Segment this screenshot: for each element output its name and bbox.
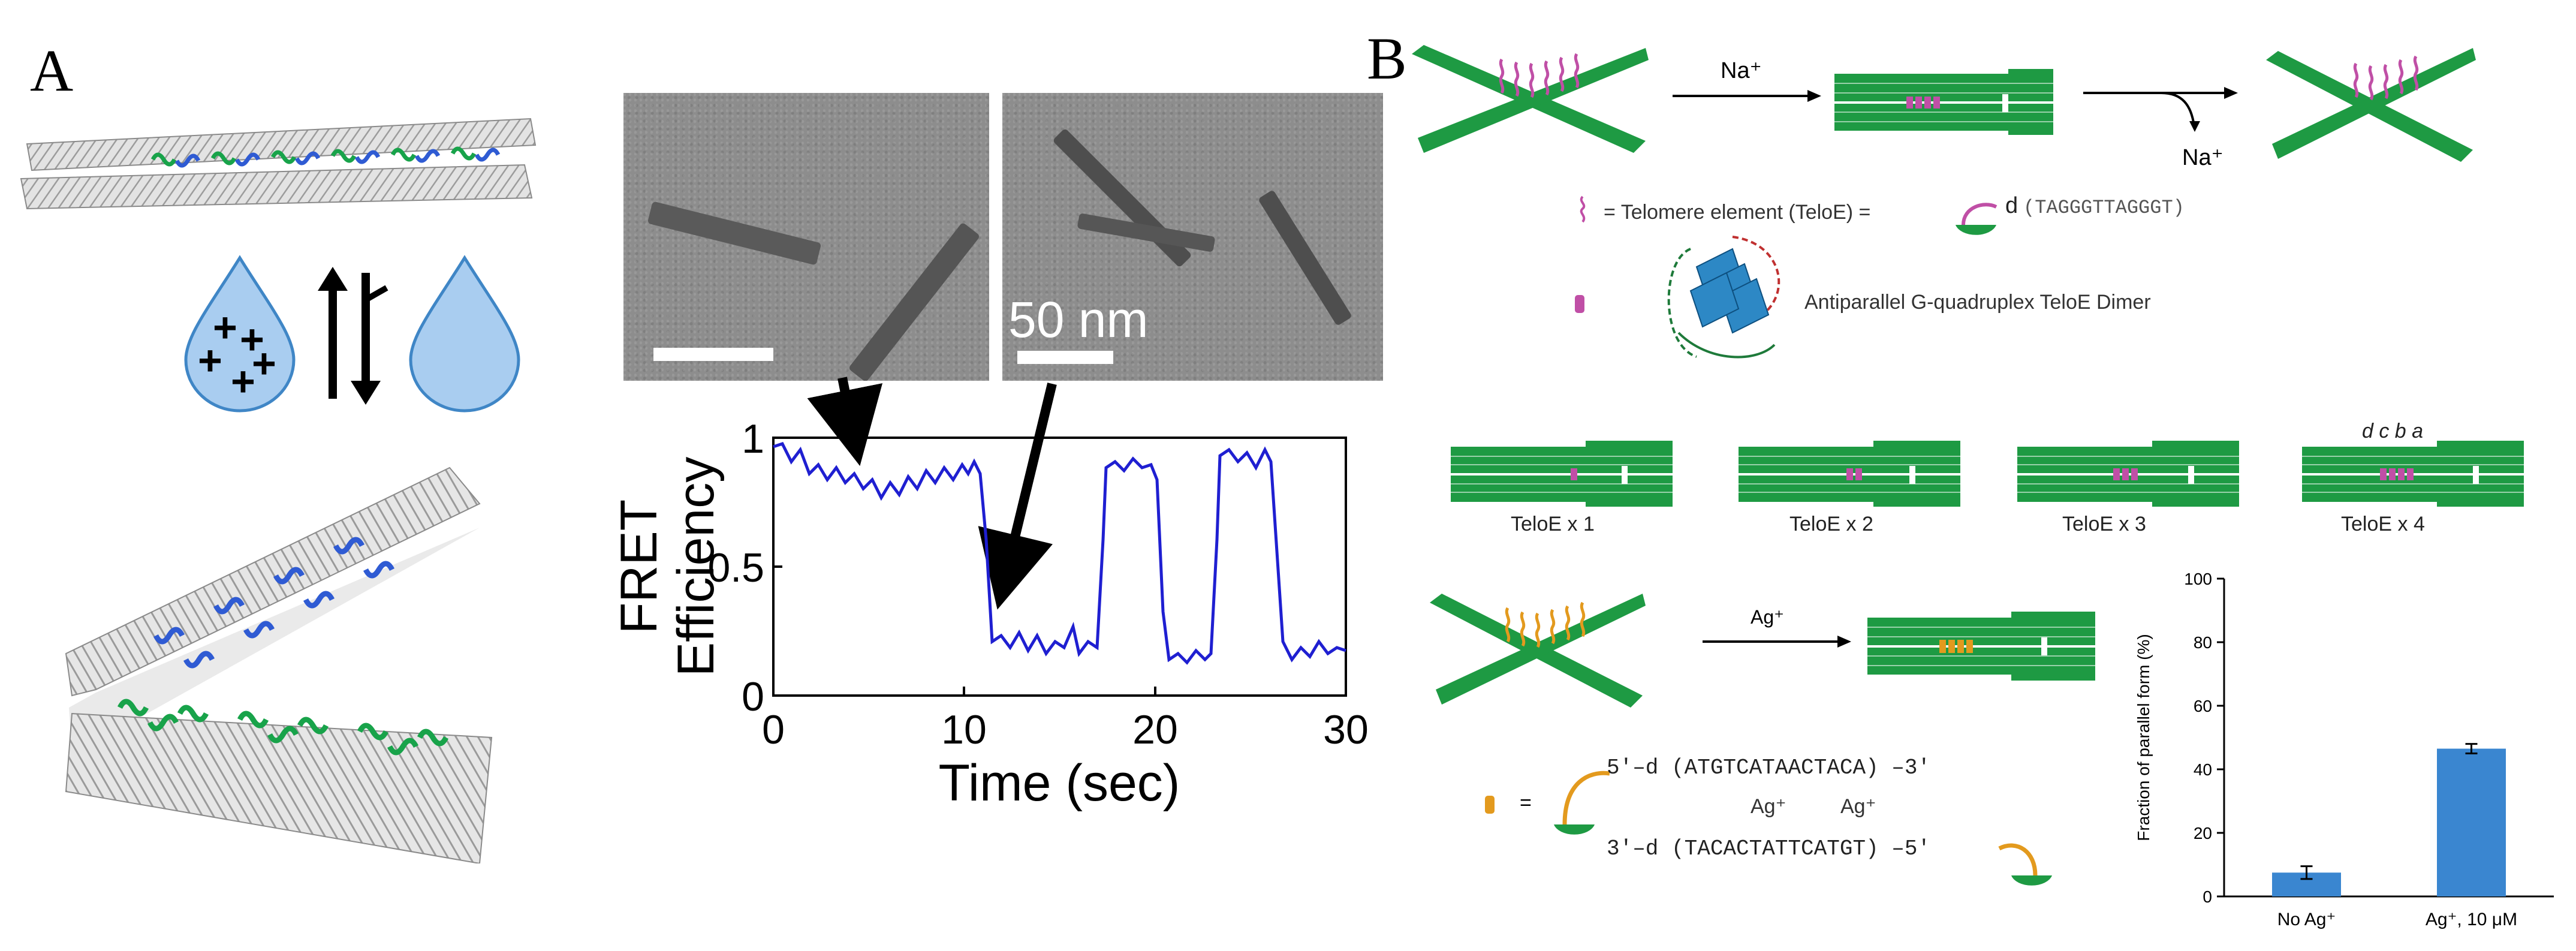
x-tick-label: 10 (941, 707, 987, 753)
y-axis-label-line1: FRET (610, 499, 668, 634)
telomere-wave-icon (1580, 195, 1586, 223)
svg-text:+: + (240, 316, 264, 363)
bar-y-tick-label: 100 (2184, 570, 2212, 588)
bar-y-axis-label: Fraction of parallel form (%) (2134, 634, 2153, 841)
na-arrow-1 (1673, 90, 1821, 102)
variant-teloe-3 (2017, 441, 2239, 507)
na-label-2: Na⁺ (2182, 145, 2224, 170)
telomere-seq-prefix: d (2005, 193, 2018, 218)
g-quadruplex-structure (1667, 236, 1780, 359)
silver-marker-icon (1485, 796, 1495, 814)
open-origami-illustration (65, 467, 493, 863)
telomere-strand-icon (1956, 203, 1997, 235)
panel-a-letter: A (30, 37, 74, 104)
silver-strand-bottom-icon (1998, 843, 2052, 886)
plot-frame (772, 437, 1347, 697)
telomere-origami-reopened (2266, 48, 2476, 162)
y-axis-label-line2: Efficiency (667, 457, 725, 676)
variant-label-3: TeloE x 3 (2062, 513, 2146, 535)
ag-label: Ag⁺ (1751, 606, 1785, 628)
x-ticks: 0 10 20 30 (762, 687, 1369, 753)
parallel-form-bar-chart: 0 20 40 60 80 100 No Ag⁺ Ag⁺, 10 μM Fraction o… (2134, 570, 2554, 929)
bar-1 (2437, 748, 2506, 896)
x-tick-label: 0 (762, 707, 785, 753)
error-bar-1 (2465, 743, 2478, 754)
water-droplet-icon (409, 255, 520, 413)
telomere-origami-open (1412, 45, 1649, 153)
x-axis-label: Time (sec) (939, 754, 1180, 812)
error-bar-0 (2300, 865, 2313, 880)
variant-teloe-4 (2302, 441, 2524, 507)
y-tick-label: 0 (742, 674, 764, 720)
y-ticks: 0 0.5 1 (707, 416, 782, 720)
scale-bar-right (1017, 351, 1113, 364)
silver-origami-closed (1867, 612, 2095, 681)
silver-strand-top-icon (1554, 771, 1610, 835)
salt-droplet-icon: +++++ (184, 255, 296, 413)
silver-legend-equals: = (1520, 792, 1532, 814)
site-letters: d c b a (2362, 420, 2424, 443)
variant-label-4: TeloE x 4 (2341, 513, 2425, 535)
y-tick-label: 0.5 (707, 545, 764, 591)
quadruplex-legend-text: Antiparallel G-quadruplex TeloE Dimer (1804, 291, 2151, 314)
svg-text:+: + (231, 358, 255, 405)
x-tick-label: 20 (1132, 707, 1178, 753)
tem-closed-image (623, 93, 989, 381)
bar-category-label: No Ag⁺ (2277, 910, 2336, 929)
na-release-arrow (2083, 87, 2238, 132)
bar-y-tick-label: 60 (2194, 697, 2212, 715)
ag-pair-1: Ag⁺ (1751, 795, 1786, 818)
bar-y-tick-label: 80 (2194, 633, 2212, 652)
silver-origami-open (1430, 594, 1646, 708)
variant-label-1: TeloE x 1 (1511, 513, 1595, 535)
quadruplex-marker-icon (1575, 295, 1584, 313)
telomere-sequence: (TAGGGTTAGGGT) (2023, 197, 2185, 219)
panel-b-letter: B (1367, 25, 1407, 92)
y-tick-label: 1 (742, 416, 764, 462)
bar-category-label: Ag⁺, 10 μM (2426, 910, 2517, 929)
x-tick-label: 30 (1323, 707, 1369, 753)
variant-label-2: TeloE x 2 (1789, 513, 1873, 535)
svg-text:+: + (198, 337, 222, 384)
bar-y-tick-label: 20 (2194, 824, 2212, 842)
ag-arrow (1703, 636, 1851, 648)
svg-text:+: + (252, 340, 276, 387)
scale-bar-label: 50 nm (1008, 291, 1149, 348)
fret-trace-line (773, 441, 1346, 665)
svg-text:+: + (213, 304, 237, 351)
silver-strand-top: 5′–d (ATGTCATAACTACA) –3′ (1607, 756, 1931, 780)
fret-trace-chart: 0 0.5 1 0 10 20 30 Time (sec) FRET Effic… (610, 377, 1369, 812)
equilibrium-arrows-icon (318, 267, 388, 405)
closed-origami-illustration (20, 118, 537, 210)
telomere-origami-closed (1834, 69, 2053, 135)
na-label-1: Na⁺ (1721, 58, 1762, 83)
variant-teloe-1 (1451, 441, 1673, 507)
bar-y-tick-label: 40 (2194, 760, 2212, 779)
ag-pair-2: Ag⁺ (1840, 795, 1876, 818)
bar-y-tick-label: 0 (2203, 887, 2212, 906)
scale-bar-left (653, 348, 773, 361)
tem-open-image: 50 nm (1002, 93, 1383, 381)
telomere-legend-text: = Telomere element (TeloE) = (1604, 201, 1871, 224)
variant-teloe-2 (1739, 441, 1960, 507)
silver-strand-bottom: 3′–d (TACACTATTCATGT) –5′ (1607, 836, 1931, 861)
